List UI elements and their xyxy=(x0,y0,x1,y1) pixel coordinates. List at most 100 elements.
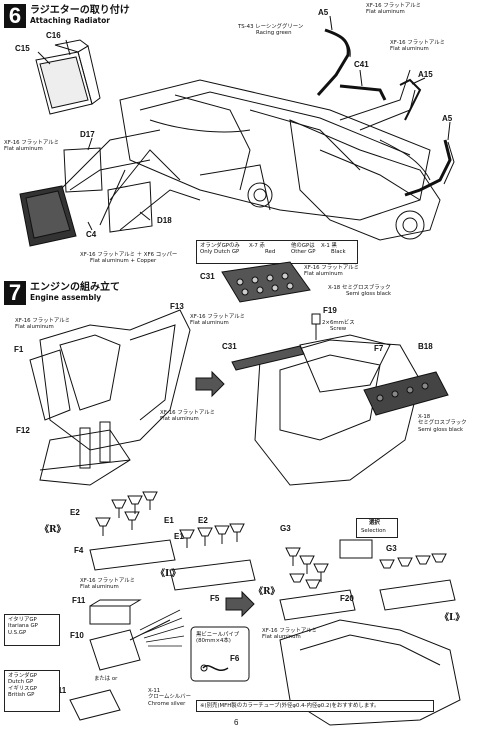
part-c41: C41 xyxy=(354,60,369,69)
vinyl-pipe-dim: (80mm×4本) xyxy=(196,638,231,645)
part-f5: F5 xyxy=(210,594,220,603)
paint-xf16-copper-en: Flat aluminum + Copper xyxy=(90,258,157,265)
paint-xf16-c31: XF-16 フラットアルミ Flat aluminum xyxy=(304,265,359,278)
italy-gp-en: Itariana GP xyxy=(8,623,38,630)
part-f7: F7 xyxy=(374,344,384,353)
or-label: または or xyxy=(94,676,118,682)
dutch-british-gp-box: オランダGP Dutch GP イギリスGP British GP xyxy=(4,670,60,712)
part-c4: C4 xyxy=(86,230,97,239)
paint-xf16-mid-en: Flat aluminum xyxy=(160,416,199,423)
screw-2x6: 2×6mmビス Screw xyxy=(322,320,355,333)
paint-ts43-jp: TS-43 レーシンググリーン xyxy=(238,24,304,30)
other-gp: 他のGPは Other GP xyxy=(291,243,315,256)
paint-xf16-c31-jp: XF-16 フラットアルミ xyxy=(304,265,359,271)
paint-x1-jp: X-1 黒 xyxy=(321,243,337,249)
paint-xf16-f4: XF-16 フラットアルミ Flat aluminum xyxy=(80,578,135,591)
paint-xf16-d17-jp: XF-16 フラットアルミ xyxy=(4,140,59,146)
paint-xf16-copper: XF-16 フラットアルミ ＋ XF6 コッパー Flat aluminum +… xyxy=(80,252,177,265)
paint-x18-b18-en: Semi gloss black xyxy=(418,426,464,433)
label-l-right: 《L》 xyxy=(440,613,465,623)
step-6-title: ラジエターの取り付け xyxy=(30,5,130,16)
part-f1: F1 xyxy=(14,345,24,354)
paint-xf16-c31-en: Flat aluminum xyxy=(304,271,343,278)
paint-xf16-copper-jp: XF-16 フラットアルミ ＋ XF6 コッパー xyxy=(80,252,178,258)
dutch-gp-only: オランダGPのみ Only Dutch GP xyxy=(200,243,240,256)
part-d17: D17 xyxy=(80,130,95,139)
part-c31-bar: C31 xyxy=(222,342,237,351)
paint-x11-jp: クロームシルバー xyxy=(148,694,191,701)
dutch-gp-en: Dutch GP xyxy=(8,679,34,686)
part-f4: F4 xyxy=(74,546,84,555)
label-r-right: 《R》 xyxy=(254,587,280,597)
note-box: ※(別売)MFH製のカラーチューブ(外径φ0.4-内径φ0.2)をおすすめします… xyxy=(196,700,434,712)
part-a5-right: A5 xyxy=(442,114,453,123)
dutch-gp-only-en: Only Dutch GP xyxy=(200,249,240,256)
selection-jp: 選択 xyxy=(369,520,380,526)
vinyl-pipe-jp: 黒ビニールパイプ xyxy=(196,632,240,638)
paint-ts43: TS-43 レーシンググリーン Racing green xyxy=(238,24,303,37)
paint-xf16-f1-jp: XF-16 フラットアルミ xyxy=(15,318,70,324)
part-c16: C16 xyxy=(46,31,61,40)
paint-x11: X-11 クロームシルバー Chrome silver xyxy=(148,688,191,707)
paint-xf16-f1: XF-16 フラットアルミ Flat aluminum xyxy=(15,318,70,331)
step-7-title: エンジンの組み立て xyxy=(30,282,120,293)
vinyl-pipe-label: 黒ビニールパイプ (80mm×4本) xyxy=(196,632,239,645)
paint-x18-top-jp: X-18 セミグロスブラック xyxy=(328,285,391,291)
paint-xf16-f13-en: Flat aluminum xyxy=(190,320,229,327)
selection-box: 選択 Selection xyxy=(356,518,398,538)
paint-xf16-f13-jp: XF-16 フラットアルミ xyxy=(190,314,245,320)
step-6-subtitle: Attaching Radiator xyxy=(30,16,110,25)
part-f20: F20 xyxy=(340,594,354,603)
part-e1-b: E1 xyxy=(174,532,184,541)
gp-color-box: オランダGPのみ Only Dutch GP X-7 赤 Red 他のGPは O… xyxy=(196,240,358,264)
paint-xf16-a5-jp: XF-16 フラットアルミ xyxy=(366,3,421,9)
paint-x18-b18-code: X-18 xyxy=(418,414,431,420)
part-c15: C15 xyxy=(15,44,30,53)
part-e2-a: E2 xyxy=(70,508,80,517)
paint-x18-top: X-18 セミグロスブラック Semi gloss black xyxy=(328,285,391,298)
paint-x18-b18: X-18 セミグロスブラック Semi gloss black xyxy=(418,414,467,433)
label-l-left: 《L》 xyxy=(156,569,181,579)
part-d18: D18 xyxy=(157,216,172,225)
paint-xf16-d17-en: Flat aluminum xyxy=(4,146,43,153)
part-b18: B18 xyxy=(418,342,433,351)
paint-x1: X-1 黒 Black xyxy=(321,243,346,256)
paint-xf16-c41: XF-16 フラットアルミ Flat aluminum xyxy=(390,40,445,53)
other-gp-jp: 他のGPは xyxy=(291,243,315,249)
paint-x11-code: X-11 xyxy=(148,688,161,694)
part-g3-a: G3 xyxy=(280,524,291,533)
part-f10: F10 xyxy=(70,631,84,640)
paint-x7: X-7 赤 Red xyxy=(249,243,275,256)
part-c31-top: C31 xyxy=(200,272,215,281)
paint-xf16-lower-jp: XF-16 フラットアルミ xyxy=(262,628,317,634)
paint-xf16-f4-en: Flat aluminum xyxy=(80,584,119,591)
note-text: ※(別売)MFH製のカラーチューブ(外径φ0.4-内径φ0.2)をおすすめします… xyxy=(200,703,380,709)
paint-x11-en: Chrome silver xyxy=(148,700,186,707)
part-f19: F19 xyxy=(323,306,337,315)
other-gp-en: Other GP xyxy=(291,249,316,256)
step-7-subtitle: Engine assembly xyxy=(30,293,102,302)
screw-2x6-en: Screw xyxy=(330,326,347,333)
selection-en: Selection xyxy=(361,528,386,534)
paint-x7-en: Red xyxy=(265,249,276,256)
paint-xf16-lower-en: Flat aluminum xyxy=(262,634,301,641)
paint-xf16-a5-en: Flat aluminum xyxy=(366,9,405,16)
dutch-gp-jp: オランダGP xyxy=(8,673,37,679)
part-f12: F12 xyxy=(16,426,30,435)
paint-x18-top-en: Semi gloss black xyxy=(346,291,392,298)
paint-xf16-f4-jp: XF-16 フラットアルミ xyxy=(80,578,135,584)
paint-x7-jp: X-7 赤 xyxy=(249,243,265,249)
paint-x18-b18-jp: セミグロスブラック xyxy=(418,420,467,427)
part-a5-top: A5 xyxy=(318,8,329,17)
part-g3-b: G3 xyxy=(386,544,397,553)
part-f11: F11 xyxy=(72,596,86,605)
dutch-gp-only-jp: オランダGPのみ xyxy=(200,243,240,249)
us-gp: U.S.GP xyxy=(8,629,27,636)
part-e1-a: E1 xyxy=(164,516,174,525)
label-r-left: 《R》 xyxy=(40,525,66,535)
paint-xf16-mid: XF-16 フラットアルミ Flat aluminum xyxy=(160,410,215,423)
italy-gp: イタリアGP Itariana GP U.S.GP xyxy=(8,617,38,636)
page-number: 6 xyxy=(234,718,239,727)
